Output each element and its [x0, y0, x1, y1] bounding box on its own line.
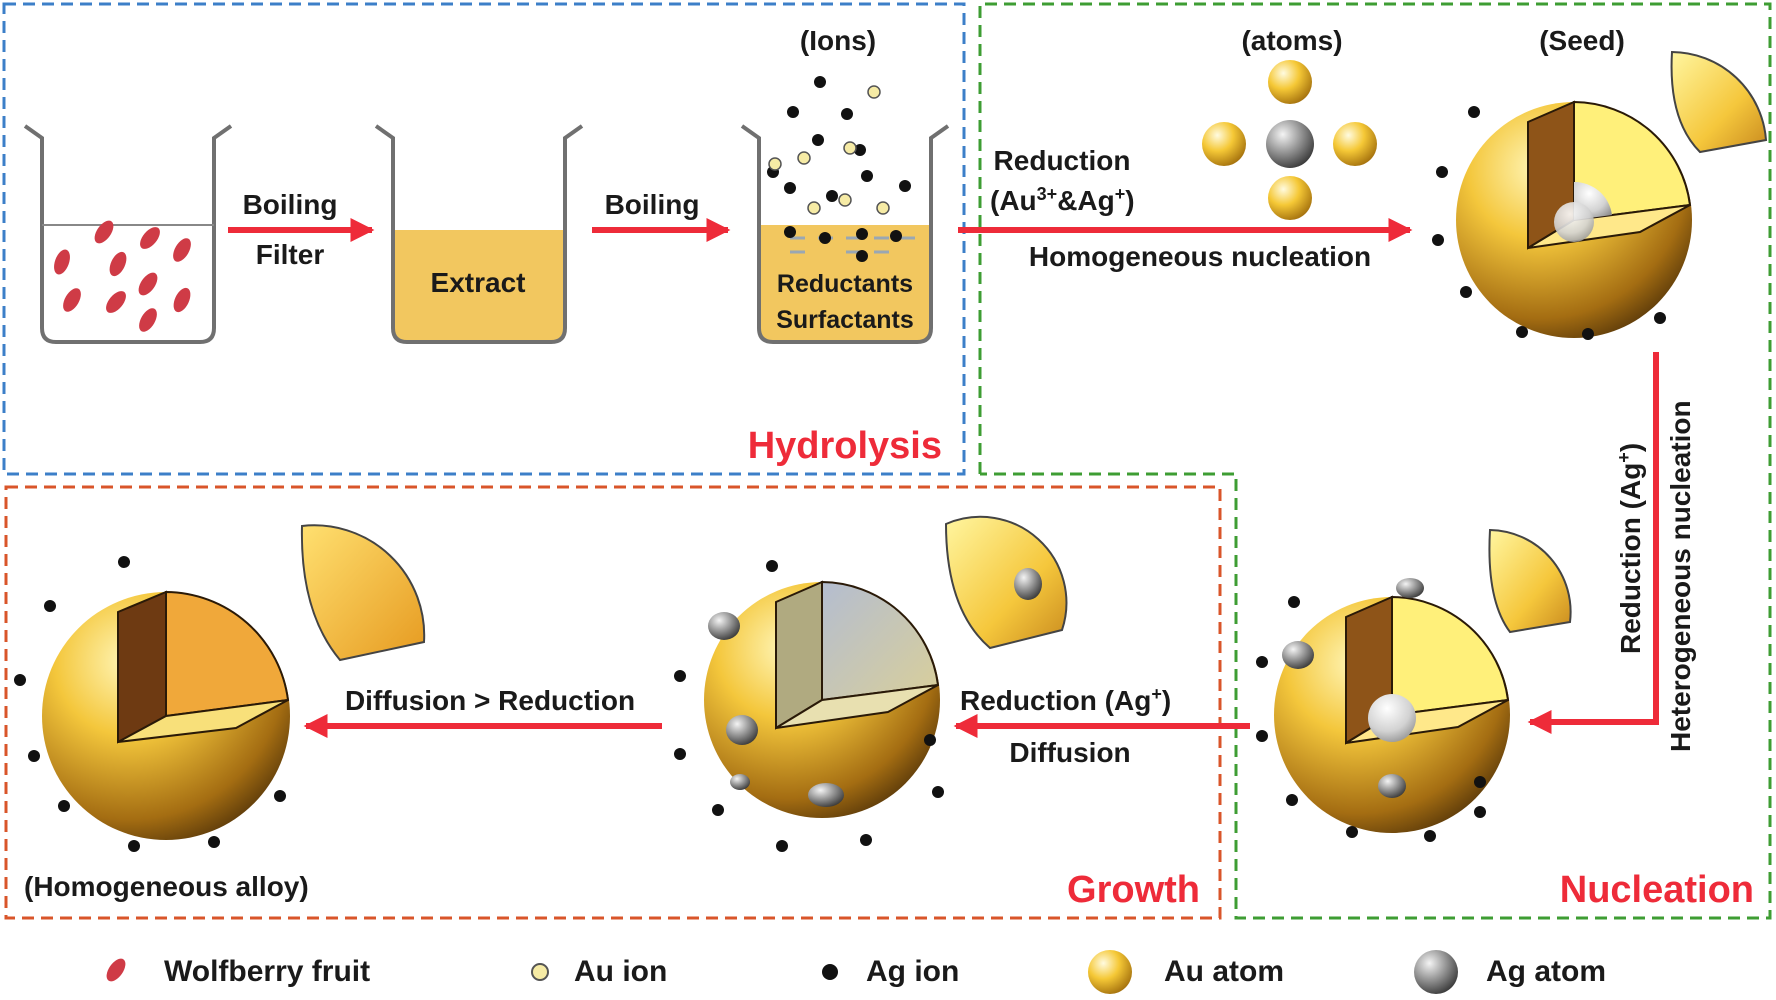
- growth-sphere: [704, 580, 940, 818]
- step-homogeneous-nucleation: Homogeneous nucleation: [1029, 241, 1371, 272]
- alloy-ag-ions: [14, 556, 286, 852]
- ag-atom-icon: [1414, 950, 1458, 994]
- legend-item-ag-atom: Ag atom: [1414, 950, 1606, 994]
- ag-ion-icon: [822, 964, 838, 980]
- legend-label: Ag ion: [866, 955, 959, 988]
- alloy-wedge: [300, 524, 426, 662]
- nucleation-wedge: [1488, 528, 1572, 634]
- nucleation-ag-ions: [1256, 596, 1486, 842]
- legend-label: Wolfberry fruit: [164, 955, 370, 988]
- beaker-wolfberry: [23, 124, 233, 344]
- legend-item-wolfberry: Wolfberry fruit: [106, 955, 370, 988]
- legend-label: Au ion: [574, 955, 667, 988]
- legend-label: Au atom: [1164, 955, 1284, 988]
- step-filter: Filter: [256, 239, 325, 270]
- step-diffusion-gt-reduction: Diffusion > Reduction: [345, 685, 635, 716]
- seed-wedge: [1670, 50, 1768, 154]
- section-label-nucleation: Nucleation: [1560, 869, 1754, 911]
- beaker-reductants: [740, 124, 950, 344]
- step-reduction-1-ions: (Au3+&Ag+): [990, 184, 1135, 216]
- growth-wedge-ag-atom: [1014, 568, 1042, 600]
- beaker-extract: [374, 124, 584, 344]
- wolfberry-fruits: [54, 220, 191, 332]
- label-reductants: Reductants: [777, 270, 913, 298]
- wolfberry-icon: [106, 958, 126, 982]
- atoms-cluster: [1202, 60, 1377, 220]
- label-atoms: (atoms): [1241, 25, 1342, 56]
- au-ion-icon: [531, 963, 549, 981]
- label-ions: (Ions): [800, 25, 876, 56]
- legend-item-ag-ion: Ag ion: [822, 955, 959, 988]
- arrow-heterogeneous-nucleation: [1527, 352, 1659, 734]
- au-atom-icon: [1088, 950, 1132, 994]
- ions-cloud: [767, 76, 911, 262]
- legend-item-au-atom: Au atom: [1088, 950, 1284, 994]
- label-homogeneous-alloy: (Homogeneous alloy): [24, 871, 309, 902]
- label-extract: Extract: [431, 267, 526, 298]
- legend-label: Ag atom: [1486, 955, 1606, 988]
- seed-ag-ions: [1432, 106, 1666, 340]
- section-label-growth: Growth: [1067, 869, 1200, 911]
- label-surfactants: Surfactants: [776, 306, 914, 334]
- nucleation-sphere: [1274, 578, 1510, 833]
- step-vertical-reduction: Reduction (Ag+): [1614, 443, 1646, 654]
- label-seed: (Seed): [1539, 25, 1625, 56]
- step-diffusion: Diffusion: [1009, 737, 1130, 768]
- step-heterogeneous-nucleation: Heterogeneous nucleation: [1665, 400, 1696, 752]
- step-boiling-2: Boiling: [605, 189, 700, 220]
- legend: Wolfberry fruit Au ion Ag ion Au atom Ag…: [106, 950, 1606, 994]
- seed-sphere: [1456, 100, 1692, 338]
- section-label-hydrolysis: Hydrolysis: [748, 425, 942, 467]
- nucleation-box: [978, 2, 1772, 920]
- hydrolysis-box: [2, 2, 966, 476]
- legend-item-au-ion: Au ion: [531, 955, 667, 988]
- step-boiling-1: Boiling: [243, 189, 338, 220]
- growth-ag-ions: [674, 560, 944, 852]
- alloy-sphere: [42, 590, 290, 840]
- growth-box: [4, 485, 1222, 920]
- step-reduction-2: Reduction (Ag+): [960, 684, 1171, 716]
- step-reduction-1: Reduction: [994, 145, 1131, 176]
- growth-wedge: [944, 515, 1068, 650]
